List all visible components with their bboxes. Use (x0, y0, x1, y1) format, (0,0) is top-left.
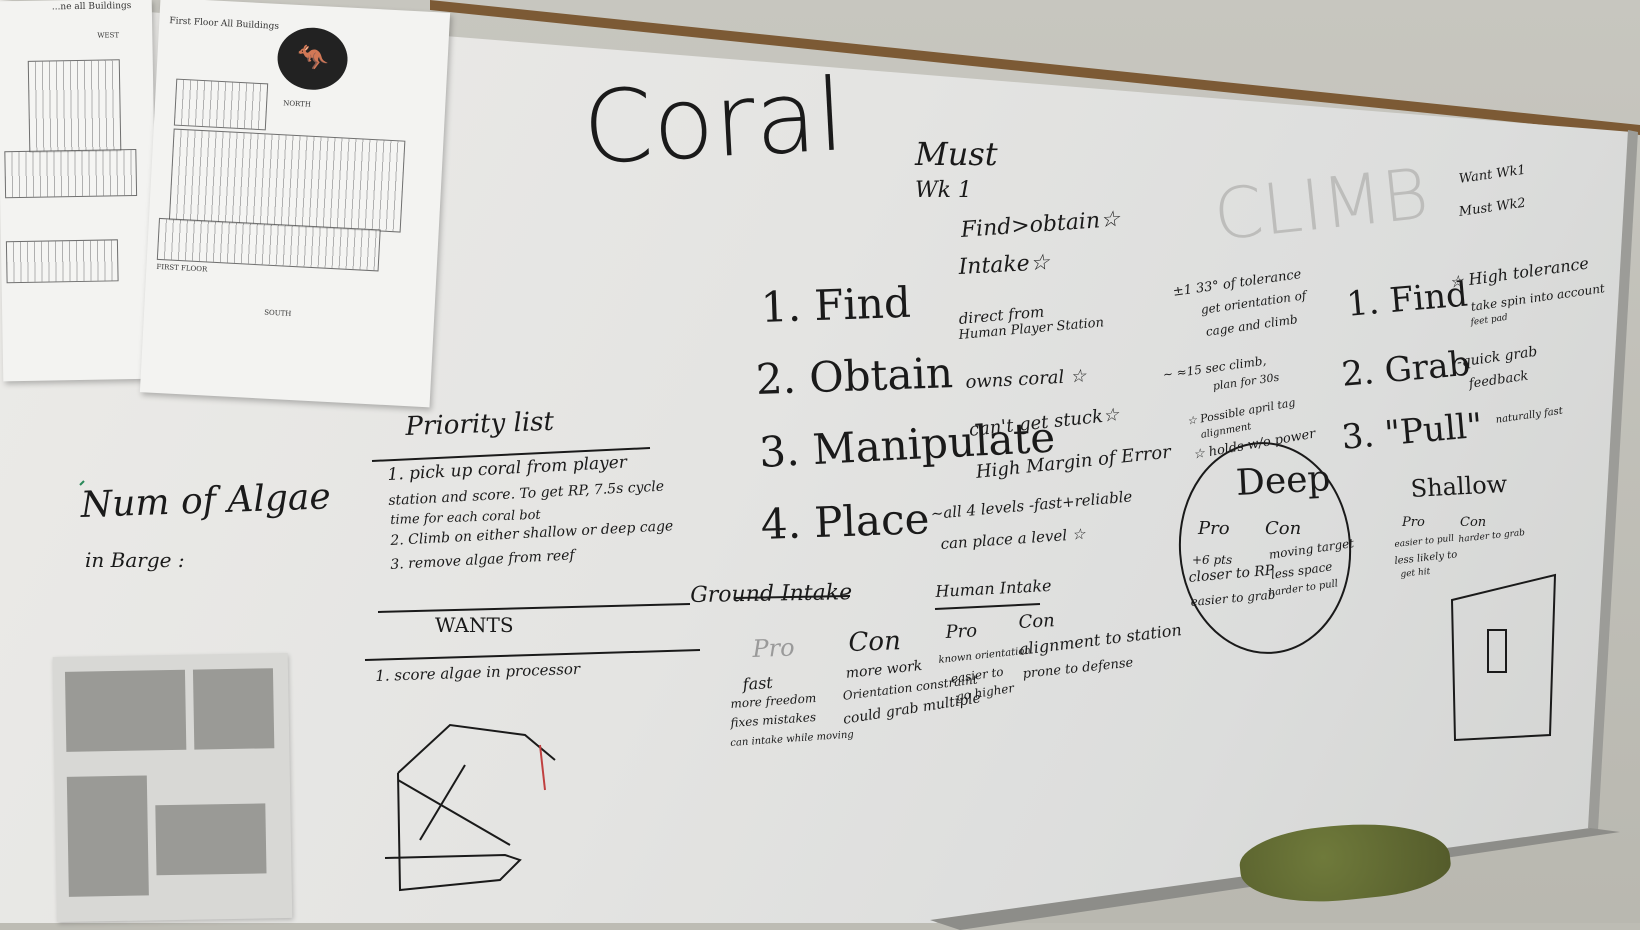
sketch-robot (397, 779, 511, 846)
human-con: Con (1018, 610, 1056, 633)
sketch-robot (397, 723, 556, 774)
red-mark (539, 744, 546, 791)
intake-underline (734, 595, 851, 599)
sketch-robot (419, 764, 466, 841)
deep-con: Con (1265, 518, 1302, 539)
coral-step: 4. Place (760, 494, 931, 549)
shallow-con: Con (1460, 515, 1487, 530)
divider-line (377, 603, 691, 613)
coral-intake: Intake☆ (958, 250, 1051, 280)
deep-pro-item: +6 pts (1192, 553, 1233, 567)
shallow-pro: Pro (1402, 515, 1425, 530)
ground-pro: Pro (752, 633, 796, 663)
algae-line-2: in Barge : (85, 548, 185, 572)
priority-underline (371, 447, 651, 462)
sketch-box-inner (1487, 629, 1507, 673)
deep-pro: Pro (1198, 518, 1230, 539)
human-pro: Pro (945, 620, 978, 643)
green-mark (79, 480, 85, 486)
coral-must: Must (915, 135, 998, 173)
intake-underline (934, 603, 1041, 610)
deep-label: Deep (1235, 458, 1332, 504)
ground-intake-label: Ground Intake (690, 580, 853, 608)
wants-title: WANTS (435, 613, 514, 637)
sketch-robot (384, 772, 522, 892)
sketch-box (1450, 573, 1557, 742)
shallow-label: Shallow (1410, 469, 1508, 503)
divider-line (364, 649, 701, 661)
ground-pro-item: fast (742, 672, 774, 694)
deep-circle (1178, 442, 1352, 654)
coral-title: Coral (580, 56, 847, 187)
algae-line-1: Num of Algae (80, 476, 332, 526)
coral-wk: Wk 1 (915, 178, 972, 203)
priority-title: Priority list (405, 406, 555, 442)
coral-step: 2. Obtain (755, 348, 954, 404)
ground-con: Con (848, 626, 902, 658)
coral-step: 1. Find (760, 277, 912, 332)
